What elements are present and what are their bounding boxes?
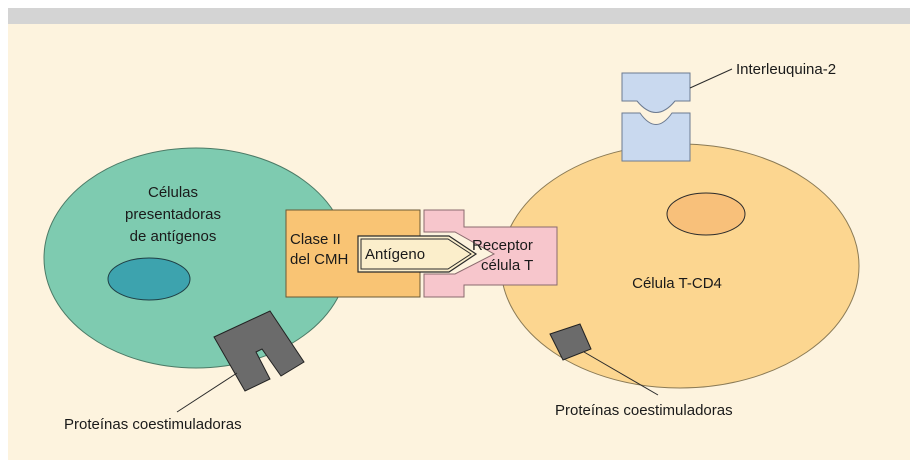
costim-right-label: Proteínas coestimuladoras xyxy=(555,402,733,419)
apc-nucleus xyxy=(107,257,191,301)
t-cell-receptor xyxy=(423,209,558,298)
interleukin-receptor xyxy=(621,112,691,162)
antigen-arrow-inner xyxy=(360,238,472,270)
receptor-label-line2: célula T xyxy=(481,257,533,274)
interleukin-2-molecule xyxy=(621,72,691,113)
top-band xyxy=(8,8,910,24)
apc-label-line1: Células xyxy=(148,184,198,201)
mhc-label-line1: Clase II xyxy=(290,231,341,248)
costim-protein-left xyxy=(213,310,305,392)
costim-right-leader-line xyxy=(583,351,659,396)
apc-label-line2: presentadoras xyxy=(125,206,221,223)
t-cell-label: Célula T-CD4 xyxy=(632,275,722,292)
costim-left-label: Proteínas coestimuladoras xyxy=(64,416,242,433)
mhc-label-line2: del CMH xyxy=(290,251,348,268)
antigen-label: Antígeno xyxy=(365,246,425,263)
antigen-arrow xyxy=(357,235,478,273)
interleukin-leader-line xyxy=(689,68,733,89)
t-cell-nucleus xyxy=(666,192,746,236)
apc-label-line3: de antígenos xyxy=(130,228,217,245)
costim-left-leader-line xyxy=(176,372,238,413)
receptor-label-line1: Receptor xyxy=(472,237,533,254)
costim-protein-right xyxy=(549,323,592,361)
interleukin-label: Interleuquina-2 xyxy=(736,61,836,78)
